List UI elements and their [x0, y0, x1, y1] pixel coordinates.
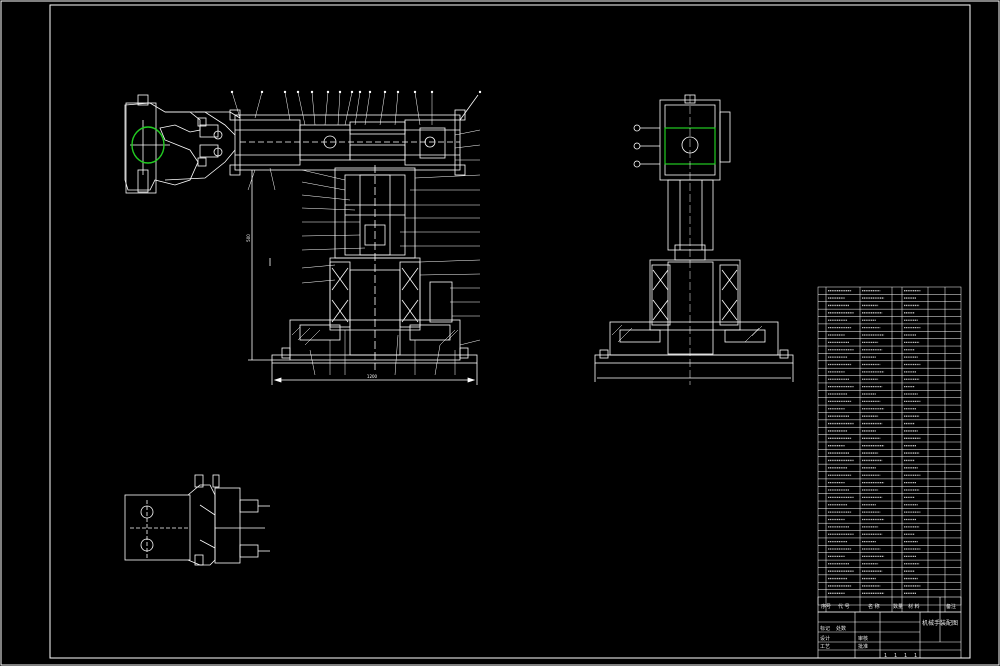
footer-design: 设计 [820, 635, 830, 642]
footer-count: 处数 [836, 625, 846, 632]
scale-2: 1 [894, 653, 897, 659]
gripper-highlight [131, 126, 165, 164]
detail-view [124, 474, 270, 566]
bill-of-materials [817, 286, 962, 612]
title-block [817, 596, 962, 659]
side-view [594, 94, 794, 385]
bom-header-qty: 数量 [893, 603, 903, 610]
footer-mark: 标记 [820, 625, 830, 632]
scale-3: 1 [904, 653, 907, 659]
gripper [124, 94, 241, 194]
scale-4: 1 [914, 653, 917, 659]
footer-approve: 批准 [858, 643, 868, 650]
bom-header-name: 名 称 [868, 603, 880, 610]
scale-1: 1 [884, 653, 887, 659]
drawing-title: 机械手装配图 [922, 619, 958, 627]
bom-header-code: 代 号 [838, 603, 850, 610]
main-dim-width: 1200 [367, 374, 378, 379]
main-view [124, 90, 482, 385]
footer-review: 审核 [858, 635, 868, 642]
bom-header-material: 材 料 [908, 603, 920, 610]
main-dim-height: 500 [246, 234, 251, 242]
title-block-text: 序号 代 号 名 称 数量 材 料 备注 标记 处数 设计 审核 工艺 批准 机… [820, 603, 958, 659]
inner-border [49, 4, 971, 659]
bom-header-remark: 备注 [946, 603, 956, 610]
footer-process: 工艺 [820, 644, 830, 650]
bom-header-no: 序号 [821, 603, 831, 610]
